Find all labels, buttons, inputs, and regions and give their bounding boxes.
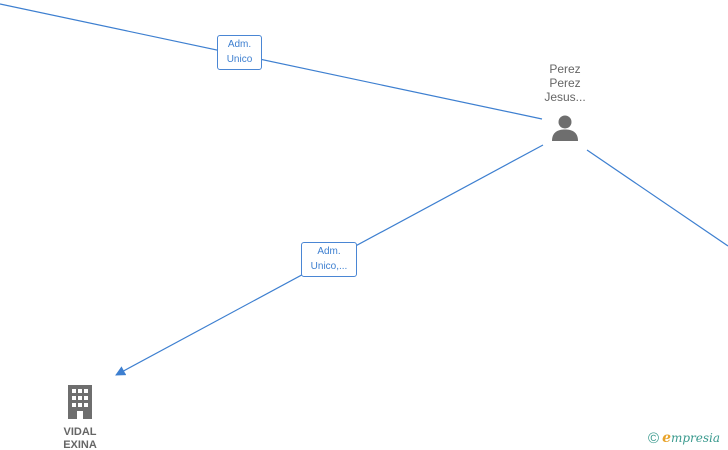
copyright-icon: © xyxy=(648,429,660,447)
edge-label-offscreen-left[interactable]: Adm. Unico xyxy=(217,35,262,70)
company-name: VIDAL EXINA xyxy=(52,426,108,450)
edge-label-line: Adm. xyxy=(317,246,341,257)
brand-wordmark: empresia xyxy=(662,430,720,446)
company-name-line: EXINA xyxy=(63,439,97,450)
brand-wordmark-rest: mpresia xyxy=(670,431,721,445)
edge-label-line: Unico,... xyxy=(310,261,348,272)
edge-label-line: Adm. xyxy=(227,39,252,50)
edge-label-line: Unico xyxy=(226,54,253,65)
person-name-line: Jesus... xyxy=(544,90,586,104)
brand-e-mark: e xyxy=(662,430,671,446)
edge-line-offscreen-left xyxy=(0,3,543,120)
building-icon xyxy=(68,385,92,419)
company-node[interactable]: VIDAL EXINA xyxy=(52,384,108,450)
company-name-line: VIDAL xyxy=(63,426,97,438)
brand-watermark: © empresia xyxy=(648,428,720,448)
person-name-line: Perez xyxy=(549,62,581,76)
person-name: Perez Perez Jesus... xyxy=(524,62,606,104)
person-icon xyxy=(552,115,578,141)
edge-label-person-company[interactable]: Adm. Unico,... xyxy=(301,242,357,277)
person-node[interactable]: Perez Perez Jesus... xyxy=(524,62,606,143)
edge-line-offscreen-right xyxy=(586,149,728,247)
person-name-line: Perez xyxy=(549,76,581,90)
